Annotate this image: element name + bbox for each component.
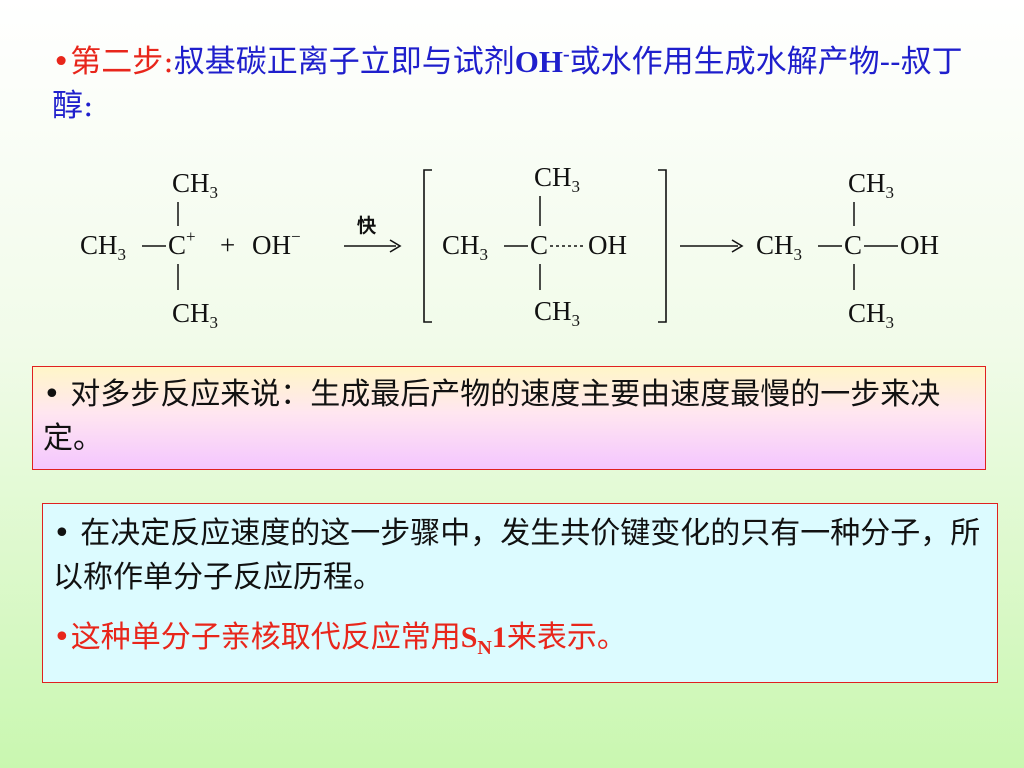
reaction-scheme: CH3 CH3 C+ CH3 + OH− 快 CH3 CH3 C OH CH3 … <box>80 162 939 332</box>
bullet-icon: • <box>52 44 71 80</box>
prod-ch3-left: CH3 <box>756 230 802 264</box>
right-bracket <box>658 169 667 323</box>
ch3-top: CH3 <box>172 168 218 202</box>
bullet-icon: • <box>53 516 71 551</box>
sn1-symbol-1: 1 <box>491 621 507 654</box>
prod-ch3-top: CH3 <box>848 168 894 202</box>
sn1-text-a: 这种单分子亲核取代反应常用 <box>70 620 461 655</box>
note-text: 对多步反应来说：生成最后产物的速度主要由速度最慢的一步来决定。 <box>43 377 941 456</box>
ts-ch3-top: CH3 <box>534 162 580 196</box>
left-bracket <box>423 169 432 323</box>
note-paragraph: • 对多步反应来说：生成最后产物的速度主要由速度最慢的一步来决定。 <box>43 373 975 461</box>
step-label: 第二步: <box>70 44 174 80</box>
step-two-heading: •第二步:叔基碳正离子立即与试剂OH-或水作用生成水解产物--叔丁醇: <box>52 40 982 128</box>
ts-ch3-bottom: CH3 <box>534 296 580 330</box>
tert-butanol: CH3 CH3 C OH CH3 <box>756 168 939 332</box>
ch3-bottom: CH3 <box>172 298 218 332</box>
prod-oh: OH <box>900 230 939 260</box>
transition-state: CH3 CH3 C OH CH3 <box>442 162 627 330</box>
sn1-text-b: 来表示。 <box>506 620 627 655</box>
prod-ch3-bottom: CH3 <box>848 298 894 332</box>
hydroxide-charge: - <box>562 43 570 66</box>
sn1-paragraph: •这种单分子亲核取代反应常用SN1来表示。 <box>53 616 987 660</box>
arrow-fast-head-icon <box>389 239 402 253</box>
ts-ch3-left: CH3 <box>442 230 488 264</box>
ch3-left: CH3 <box>80 230 126 264</box>
bullet-icon: • <box>43 377 61 412</box>
central-carbon: C+ <box>168 227 196 260</box>
unimolecular-paragraph: • 在决定反应速度的这一步骤中，发生共价键变化的只有一种分子，所以称作单分子反应… <box>53 512 987 600</box>
hydroxide-label: OH <box>514 44 563 79</box>
fast-label: 快 <box>357 214 377 237</box>
heading-text-a: 叔基碳正离子立即与试剂 <box>173 44 515 80</box>
rate-determining-note: • 对多步反应来说：生成最后产物的速度主要由速度最慢的一步来决定。 <box>32 366 986 470</box>
unimolecular-text: 在决定反应速度的这一步骤中，发生共价键变化的只有一种分子，所以称作单分子反应历程… <box>53 516 981 595</box>
sn1-symbol-n: N <box>477 637 492 659</box>
heading-text-b: 或水作用生成水解产物--叔丁醇: <box>52 44 963 124</box>
prod-central-carbon: C <box>844 230 862 260</box>
ts-oh: OH <box>588 230 627 260</box>
hydroxide-ion: OH− <box>252 227 301 260</box>
tert-butyl-carbocation: CH3 CH3 C+ CH3 <box>80 168 218 332</box>
plus-sign: + <box>220 230 235 260</box>
sn1-symbol-s: S <box>460 621 478 654</box>
bullet-icon: • <box>53 620 71 655</box>
ts-central-carbon: C <box>530 230 548 260</box>
sn1-explanation: • 在决定反应速度的这一步骤中，发生共价键变化的只有一种分子，所以称作单分子反应… <box>42 503 998 683</box>
arrow-product-head-icon <box>731 239 744 253</box>
